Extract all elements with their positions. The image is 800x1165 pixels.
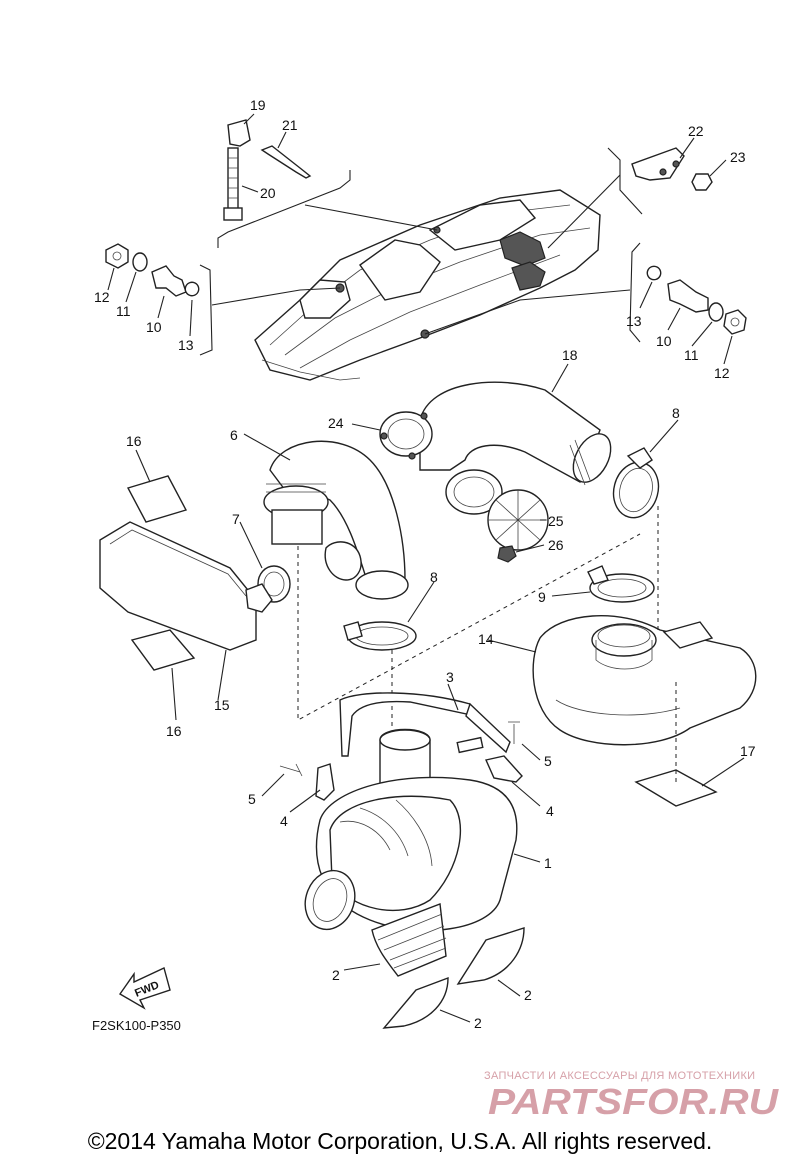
hose-clamp-9: [551, 565, 655, 603]
watercraft-hull: [254, 189, 601, 381]
callout-12-left: 12: [94, 289, 110, 305]
callout-13-left: 13: [178, 337, 194, 353]
callout-7: 7: [232, 511, 240, 527]
callout-3: 3: [446, 669, 454, 685]
callout-26: 26: [548, 537, 564, 553]
air-duct-left: [243, 433, 409, 600]
callout-18: 18: [562, 347, 578, 363]
callout-21: 21: [282, 117, 298, 133]
callout-8-center: 8: [430, 569, 438, 585]
pad-17: [634, 757, 745, 807]
callout-17: 17: [740, 743, 756, 759]
bracket-group: [631, 137, 727, 191]
diagram-code: F2SK100-P350: [92, 1018, 181, 1033]
air-duct-upper: [351, 363, 612, 563]
callout-4-left: 4: [280, 813, 288, 829]
resonator: [487, 615, 757, 746]
callout-14: 14: [478, 631, 494, 647]
callout-11-left: 11: [116, 303, 131, 319]
callout-10-left: 10: [146, 319, 162, 335]
callout-2-bottom: 2: [474, 1015, 482, 1031]
callout-12-right: 12: [714, 365, 730, 381]
callout-15: 15: [214, 697, 230, 713]
callout-19: 19: [250, 97, 266, 113]
callout-9: 9: [538, 589, 546, 605]
alignment-lines: [297, 506, 677, 782]
callout-10-right: 10: [656, 333, 672, 349]
callout-5-left: 5: [248, 791, 256, 807]
callout-numbers: 19 21 20 22 23 12 11 10 13 13 10 11 12 1…: [94, 97, 756, 1031]
hose-clamp-right: [612, 419, 679, 519]
filter-box: [99, 449, 273, 721]
callout-2-right: 2: [524, 987, 532, 1003]
callout-23: 23: [730, 149, 746, 165]
callout-16-top: 16: [126, 433, 142, 449]
hull-leaders: [199, 147, 643, 356]
callout-22: 22: [688, 123, 704, 139]
callout-11-right: 11: [684, 347, 699, 363]
callout-16-bottom: 16: [166, 723, 182, 739]
callout-4-right: 4: [546, 803, 554, 819]
callout-6: 6: [230, 427, 238, 443]
svg-text:PARTSFOR.RU: PARTSFOR.RU: [488, 1082, 779, 1122]
muffler: [261, 683, 541, 932]
right-fitting-group: [639, 265, 747, 365]
callout-8-right: 8: [672, 405, 680, 421]
copyright-notice: ©2014 Yamaha Motor Corporation, U.S.A. A…: [87, 1128, 713, 1154]
callout-1: 1: [544, 855, 552, 871]
callout-24: 24: [328, 415, 344, 431]
callout-20: 20: [260, 185, 276, 201]
watermark-subtitle: ЗАПЧАСТИ И АКСЕССУАРЫ ДЛЯ МОТОТЕХНИКИ: [484, 1070, 756, 1082]
callout-25: 25: [548, 513, 564, 529]
callout-2-left: 2: [332, 967, 340, 983]
callout-13-right: 13: [626, 313, 642, 329]
callout-5-right: 5: [544, 753, 552, 769]
heat-shields: [343, 903, 525, 1029]
fwd-arrow: FWD: [118, 967, 171, 1010]
cable-tie-group: [223, 113, 312, 221]
watermark-logo: PARTSFOR.RU: [488, 1082, 779, 1122]
hose-clamp-center: [343, 581, 435, 651]
left-fitting-group: [105, 243, 200, 337]
